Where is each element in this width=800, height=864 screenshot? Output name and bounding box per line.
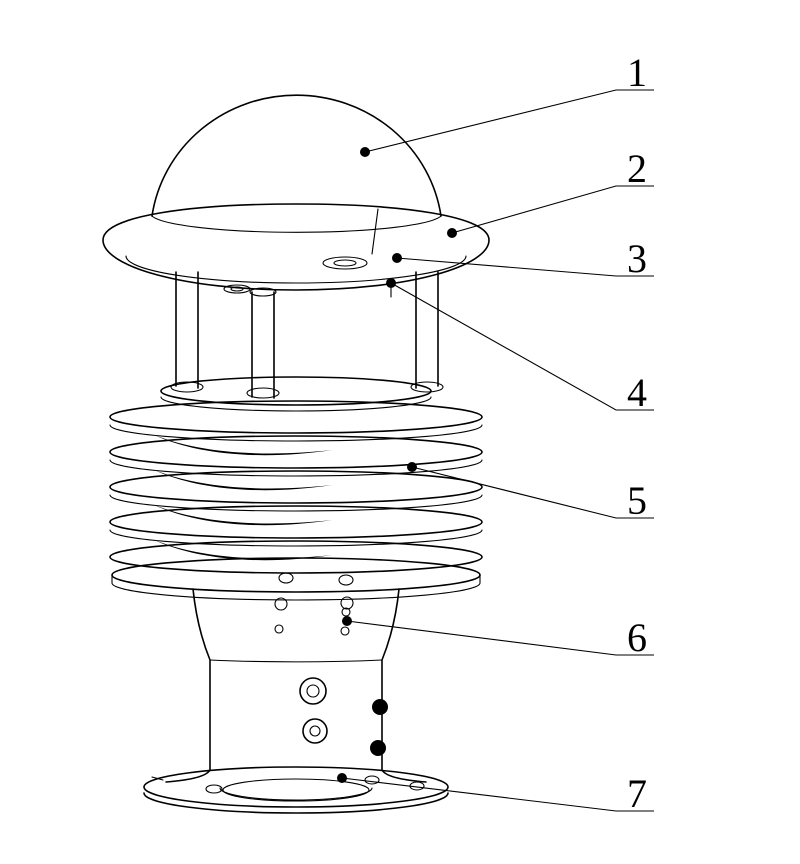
dome-base-edge	[151, 215, 442, 233]
cylinder-bolt-inner	[309, 725, 321, 737]
flange-top-surface	[143, 766, 449, 808]
post-middle-top-edge	[249, 287, 277, 297]
side-bolt-silhouette	[372, 699, 388, 715]
cap-ring-outline	[102, 203, 490, 291]
louver-plate	[109, 470, 483, 504]
cone-screw	[341, 607, 351, 617]
under-rim-sensors	[223, 256, 392, 298]
flange-hole	[364, 775, 380, 785]
cone-hole	[278, 572, 294, 584]
post-middle	[251, 291, 275, 399]
flange-hole	[205, 784, 223, 794]
sensor-port-inner	[333, 259, 357, 267]
louver-stack	[109, 376, 483, 601]
cylinder-bolt-inner	[306, 684, 320, 698]
leader-dot-5	[407, 462, 417, 472]
bottom-plate-thickness	[111, 582, 481, 601]
leader-line-6	[346, 620, 654, 656]
sensor-port-left	[223, 284, 251, 294]
louver-plate-edge	[109, 424, 483, 442]
flange-bottom-edge	[143, 792, 449, 814]
callout-label-2: 2	[627, 146, 647, 191]
body-left-edge	[192, 588, 211, 771]
louver-plate	[109, 400, 483, 434]
cylinder-bolt-outer	[302, 718, 328, 744]
leader-line-1	[364, 89, 654, 153]
base-flange	[143, 766, 449, 814]
post-middle-base	[246, 387, 280, 399]
cone-screw	[340, 626, 350, 636]
dome-seam-line	[371, 208, 379, 255]
post-right-base	[410, 381, 444, 393]
callout-label-7: 7	[627, 771, 647, 816]
sensor-port-outer	[322, 256, 368, 270]
louver-plate-edge	[109, 459, 483, 477]
sensor-port-left-inner	[230, 286, 244, 292]
louver-plate	[109, 435, 483, 469]
callout-label-4: 4	[627, 370, 647, 415]
louver-plate	[109, 505, 483, 539]
collar-plate-thickness	[160, 396, 432, 412]
support-posts	[170, 271, 444, 399]
leader-dot-2	[447, 228, 457, 238]
leader-dot-1	[360, 147, 370, 157]
callout-label-1: 1	[627, 50, 647, 95]
callout-label-6: 6	[627, 615, 647, 660]
leader-dot-6	[342, 616, 352, 626]
leader-line-3	[396, 257, 654, 277]
body-seam	[209, 659, 383, 663]
cone-hole	[338, 574, 354, 586]
cone-body	[192, 572, 400, 771]
callout-labels: 1 2 3 4 5 6 7	[627, 50, 647, 816]
post-left	[175, 271, 199, 389]
collar-plate	[160, 376, 432, 406]
louver-plate-edge	[109, 494, 483, 512]
flange-center-opening	[222, 778, 370, 802]
leader-line-2	[451, 185, 654, 234]
flange-flare-left	[165, 769, 211, 783]
flange-center-opening-edge	[219, 787, 373, 801]
callout-label-3: 3	[627, 236, 647, 281]
leader-line-5	[411, 466, 654, 519]
leader-dot-4	[386, 278, 396, 288]
leader-dot-3	[392, 253, 402, 263]
louver-plate	[109, 540, 483, 574]
cone-hole	[340, 596, 354, 610]
callout-label-5: 5	[627, 478, 647, 523]
cone-hole-small	[274, 624, 284, 634]
louver-plate-edge	[109, 529, 483, 547]
bottom-plate	[111, 557, 481, 593]
cone-hole	[274, 597, 288, 611]
side-bolt-silhouette	[370, 740, 386, 756]
body-right-edge	[381, 588, 400, 771]
cap-ring-underside-edge	[125, 255, 467, 284]
leader-line-4	[390, 282, 654, 411]
flange-notch	[151, 776, 164, 781]
leader-lines	[337, 89, 654, 812]
dome-outline	[151, 94, 442, 217]
cylinder-bolt-outer	[299, 677, 327, 705]
dome-cover	[151, 94, 442, 255]
leader-dot-7	[337, 773, 347, 783]
cap-ring	[102, 203, 490, 291]
flange-flare-right	[381, 769, 427, 783]
bottom-plate-rim-ticks	[111, 574, 481, 584]
post-right	[415, 271, 439, 389]
leader-line-7	[341, 777, 654, 812]
